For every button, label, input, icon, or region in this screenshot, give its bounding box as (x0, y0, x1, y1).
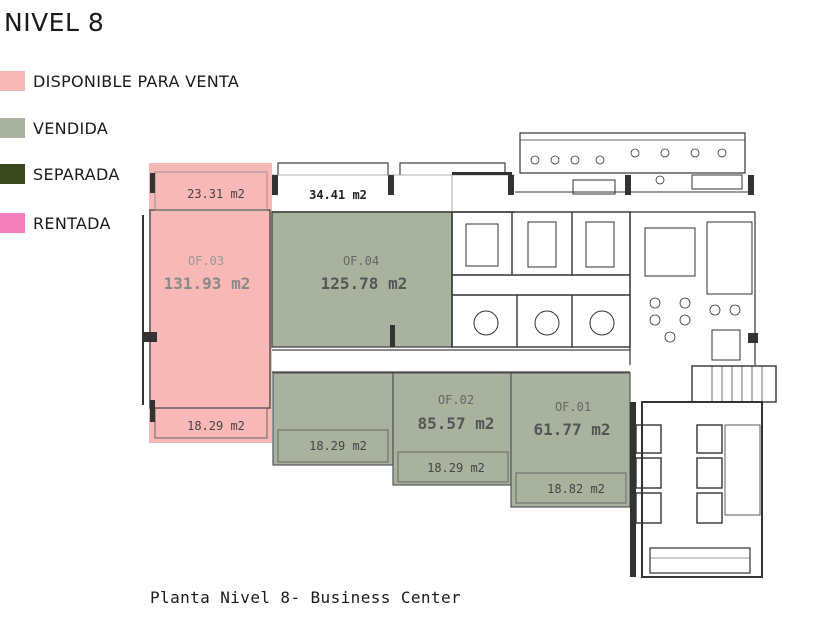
plan-title: NIVEL 8 (4, 8, 105, 37)
of04-area-fill (272, 212, 452, 347)
unit-lower-left[interactable] (272, 372, 394, 466)
of01-terrace-bottom-label: 18.82 m2 (547, 482, 605, 496)
plan-caption: Planta Nivel 8- Business Center (150, 588, 462, 607)
unit-of01[interactable] (510, 372, 631, 508)
legend-item-rentada: RENTADA (0, 213, 111, 233)
business-center (451, 172, 631, 348)
legend-swatch-rentada (0, 213, 25, 233)
legend-item-disponible: DISPONIBLE PARA VENTA (0, 71, 239, 91)
of01-area: 61.77 m2 (533, 420, 610, 439)
of04-name: OF.04 (343, 254, 379, 268)
of03-terrace-bottom-label: 18.29 m2 (187, 419, 245, 433)
of02-area: 85.57 m2 (417, 414, 494, 433)
of01-name: OF.01 (555, 400, 591, 414)
of03-name: OF.03 (188, 254, 224, 268)
legend-label: SEPARADA (33, 164, 120, 184)
of02-terrace-bottom-label: 18.29 m2 (427, 461, 485, 475)
legend-swatch-disponible (0, 71, 25, 91)
of04-area: 125.78 m2 (321, 274, 408, 293)
unit-of03[interactable] (142, 163, 272, 443)
of02-area-fill (393, 373, 511, 485)
core-services (630, 365, 777, 578)
legend-label: DISPONIBLE PARA VENTA (33, 71, 240, 91)
legend-swatch-separada (0, 164, 25, 184)
legend-swatch-vendida (0, 118, 25, 138)
legend-label: VENDIDA (33, 118, 109, 138)
legend-label: RENTADA (33, 213, 111, 233)
of04-terrace-top-label: 34.41 m2 (309, 188, 367, 202)
legend-item-separada: SEPARADA (0, 164, 120, 184)
of03-terrace-top-label: 23.31 m2 (187, 187, 245, 201)
of03-area: 131.93 m2 (164, 274, 251, 293)
of02-name: OF.02 (438, 393, 474, 407)
of02-terrace-left-label: 18.29 m2 (309, 439, 367, 453)
legend-item-vendida: VENDIDA (0, 118, 108, 138)
unit-of02[interactable] (392, 372, 512, 486)
of03-area-fill (149, 163, 272, 443)
lounge-area (508, 132, 758, 365)
unit-of04[interactable] (271, 211, 453, 348)
of01-area-fill (511, 373, 630, 507)
